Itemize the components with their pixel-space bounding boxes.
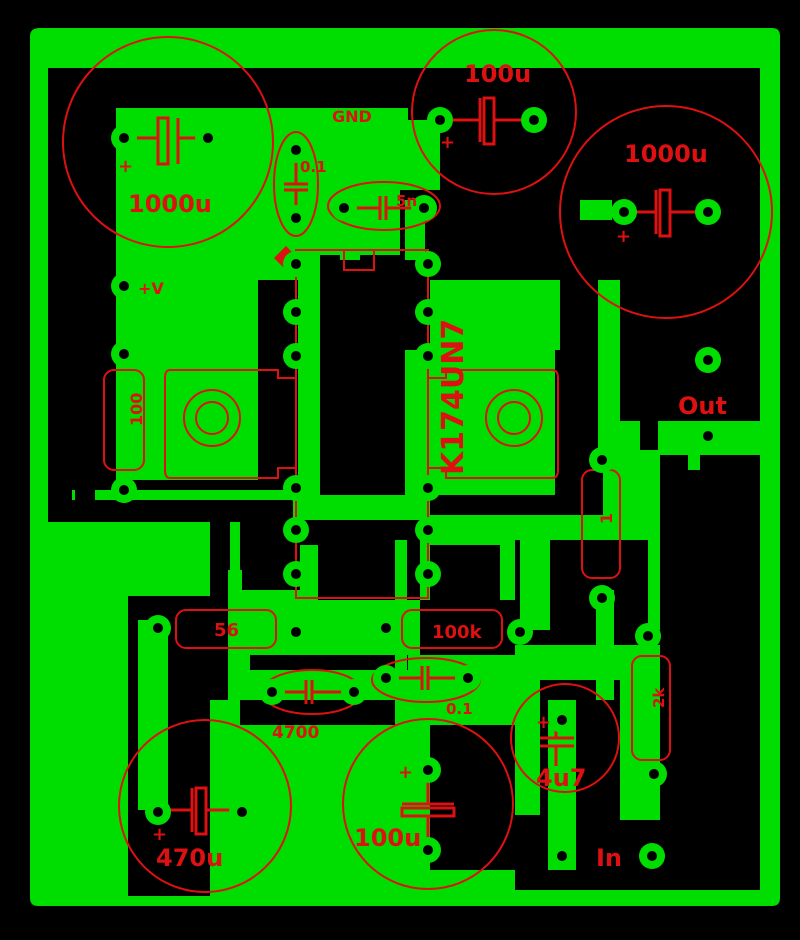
ic-tab-left	[164, 369, 297, 479]
cap-1000u-left-outline	[62, 36, 274, 248]
c-1000u-left-label: 1000u	[128, 190, 212, 218]
pad-hole-17	[423, 259, 433, 269]
cap-01-top-outline	[273, 131, 319, 237]
pad-hole-21	[423, 525, 433, 535]
pad-hole-38	[463, 673, 473, 683]
mount-hole-0	[195, 401, 229, 435]
c-5n-label: 5n	[396, 192, 417, 210]
c-4700-label: 4700	[272, 723, 319, 743]
plus-mark-4: +	[152, 824, 167, 845]
pad-hole-3	[529, 115, 539, 125]
in-label: In	[596, 844, 622, 872]
c-100u-top-label: 100u	[464, 60, 531, 88]
silkscreen-outlines	[62, 29, 773, 893]
pad-hole-28	[597, 593, 607, 603]
ic-notch	[343, 250, 375, 271]
plus-mark-1: +	[118, 156, 133, 177]
cap-1000u-right-outline	[559, 105, 773, 319]
c-4u7-label: 4u7	[536, 764, 586, 792]
ic-tab-right	[427, 369, 559, 479]
pad-hole-33	[381, 623, 391, 633]
pad-hole-44	[557, 851, 567, 861]
pad-hole-39	[153, 807, 163, 817]
pad-hole-43	[557, 715, 567, 725]
r-1-label: 1	[597, 513, 616, 524]
pad-hole-15	[291, 525, 301, 535]
tab-right-hole-outline	[485, 389, 543, 447]
copper-traces	[116, 120, 660, 870]
pad-hole-45	[647, 851, 657, 861]
silkscreen-text: K174UN7 GND +V Out In 1000u 100u 1000u 0…	[118, 60, 727, 872]
cap-470u-outline	[118, 719, 292, 893]
pad-hole-27	[597, 455, 607, 465]
c-470u-label: 470u	[156, 844, 223, 872]
res-100-outline	[103, 369, 145, 471]
r-2k-label: 2k	[650, 687, 668, 708]
c-01-bottom-label: 0.1	[446, 700, 473, 718]
pad-hole-29	[643, 631, 653, 641]
pad-hole-40	[237, 807, 247, 817]
pad-hole-18	[423, 307, 433, 317]
pad-hole-14	[291, 483, 301, 493]
vplus-label: +V	[138, 279, 164, 298]
pad-hole-25	[291, 145, 301, 155]
pad-hole-23	[339, 203, 349, 213]
pad-hole-22	[423, 569, 433, 579]
cap-5n-outline	[327, 181, 441, 231]
pad-hole-32	[291, 627, 301, 637]
res-100k-outline	[401, 609, 503, 649]
res-2k-outline	[631, 655, 671, 761]
pad-hole-26	[291, 213, 301, 223]
gnd-label: GND	[332, 107, 372, 126]
plus-mark-2: +	[440, 132, 455, 153]
pad-hole-24	[419, 203, 429, 213]
r-56-label: 56	[214, 620, 239, 641]
pad-hole-11	[291, 259, 301, 269]
pad-hole-13	[291, 351, 301, 361]
pad-hole-16	[291, 569, 301, 579]
pad-hole-35	[267, 687, 277, 697]
pad-hole-7	[703, 431, 713, 441]
cap-100u-bottom-outline	[342, 718, 514, 890]
r-100-label: 100	[127, 393, 146, 426]
pads	[111, 107, 721, 869]
mount-hole-1	[497, 401, 531, 435]
plus-mark-5: +	[398, 762, 413, 783]
pad-hole-37	[381, 673, 391, 683]
pad-hole-34	[515, 627, 525, 637]
plus-mark-6: +	[536, 712, 551, 733]
cap-4u7-outline	[510, 683, 620, 793]
r-100k-label: 100k	[432, 622, 483, 643]
pad-hole-8	[119, 281, 129, 291]
pad-hole-42	[423, 845, 433, 855]
pad-hole-31	[153, 623, 163, 633]
pad-hole-1	[203, 133, 213, 143]
pad-hole-20	[423, 483, 433, 493]
pad-hole-5	[703, 207, 713, 217]
plus-mark-3: +	[616, 226, 631, 247]
cap-100u-top-outline	[411, 29, 577, 195]
c-01-top-label: 0.1	[300, 158, 327, 176]
c-100u-bottom-label: 100u	[354, 824, 421, 852]
out-label: Out	[678, 392, 727, 420]
isolation-gaps	[48, 68, 760, 896]
pad-hole-36	[349, 687, 359, 697]
pad-hole-30	[649, 769, 659, 779]
c-1000u-right-label: 1000u	[624, 140, 708, 168]
pad-hole-41	[423, 765, 433, 775]
pad-hole-0	[119, 133, 129, 143]
pad-hole-10	[119, 485, 129, 495]
res-56-outline	[175, 609, 277, 649]
pad-hole-4	[619, 207, 629, 217]
ic-name-label: K174UN7	[436, 319, 471, 475]
pad-hole-12	[291, 307, 301, 317]
pad-hole-19	[423, 351, 433, 361]
pad-hole-9	[119, 349, 129, 359]
tab-left-hole-outline	[183, 389, 241, 447]
pad-hole-6	[703, 355, 713, 365]
pad-hole-2	[435, 115, 445, 125]
